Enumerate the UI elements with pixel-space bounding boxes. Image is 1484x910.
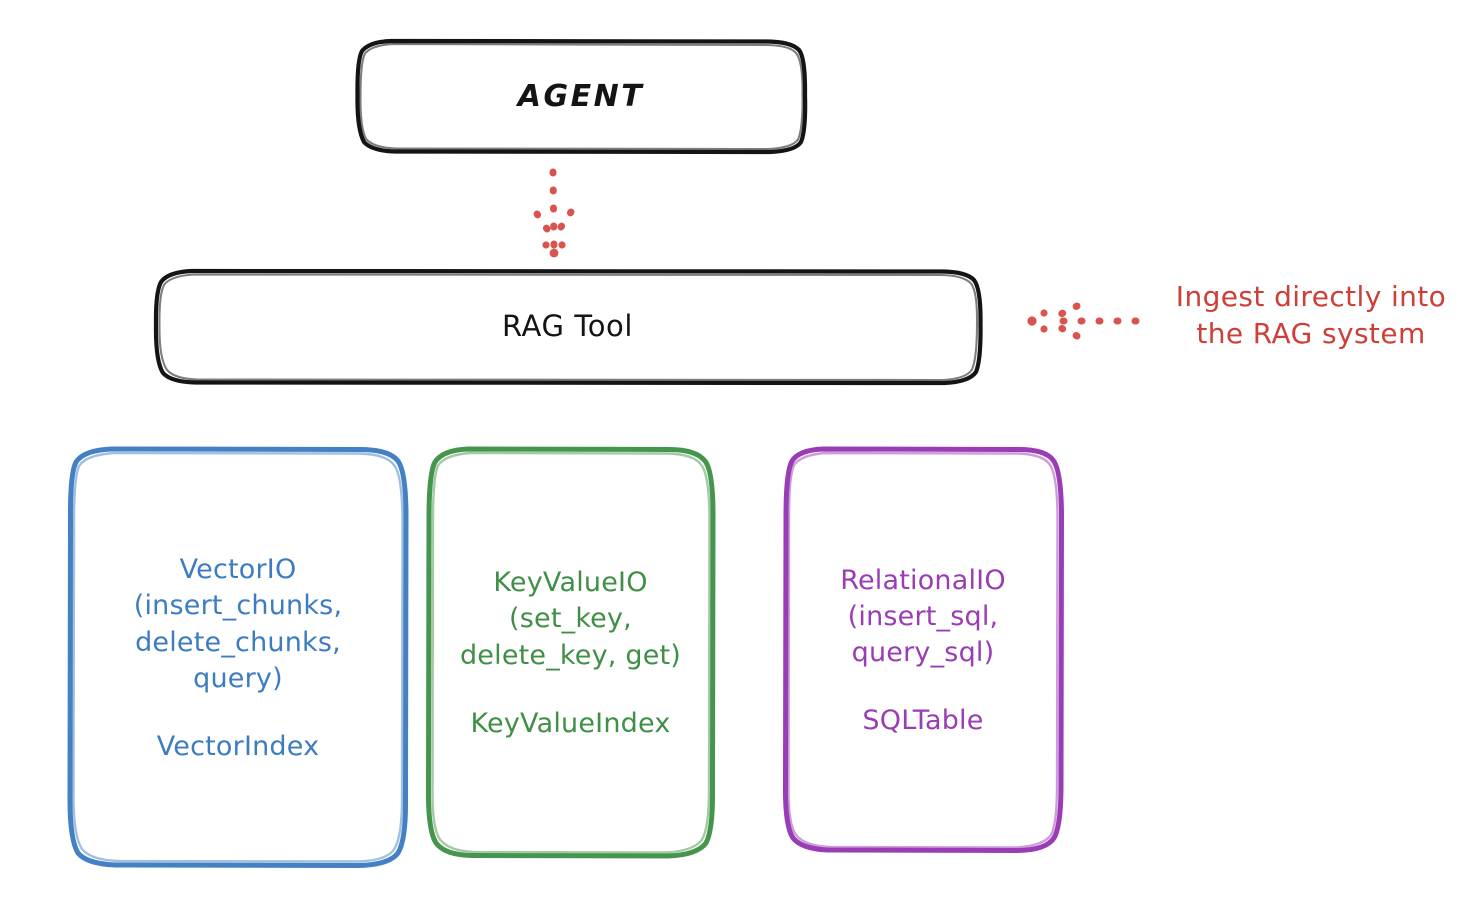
edge-agent-to-rag-tool (533, 168, 575, 258)
rag-tool-box-shape (153, 268, 983, 386)
node-relational-io[interactable]: RelationalIO (insert_sql, query_sql) SQL… (785, 448, 1061, 851)
node-vector-io-label: VectorIO (insert_chunks, delete_chunks, … (133, 554, 343, 694)
node-agent[interactable]: AGENT (357, 40, 805, 153)
node-key-value-io[interactable]: KeyValueIO (set_key, delete_key, get) Ke… (428, 448, 713, 856)
node-key-value-io-label: KeyValueIO (set_key, delete_key, get) (459, 567, 682, 671)
key-value-io-box-shape (425, 446, 716, 859)
node-agent-label: AGENT (517, 79, 645, 114)
annotation-ingest-directly: Ingest directly into the RAG system (1175, 280, 1447, 351)
node-rag-tool[interactable]: RAG Tool (155, 270, 980, 384)
agent-box-shape (355, 38, 808, 155)
edge-ingest-to-rag-tool (1027, 302, 1140, 340)
node-relational-io-sublabel: SQLTable (862, 705, 984, 737)
node-vector-io[interactable]: VectorIO (insert_chunks, delete_chunks, … (70, 448, 406, 866)
vector-io-box-shape (67, 446, 409, 868)
relational-io-box-shape (782, 446, 1064, 853)
node-relational-io-label: RelationalIO (insert_sql, query_sql) (840, 564, 1006, 669)
node-key-value-io-sublabel: KeyValueIndex (470, 707, 671, 739)
node-vector-io-sublabel: VectorIndex (156, 730, 320, 762)
node-rag-tool-label: RAG Tool (501, 309, 634, 344)
